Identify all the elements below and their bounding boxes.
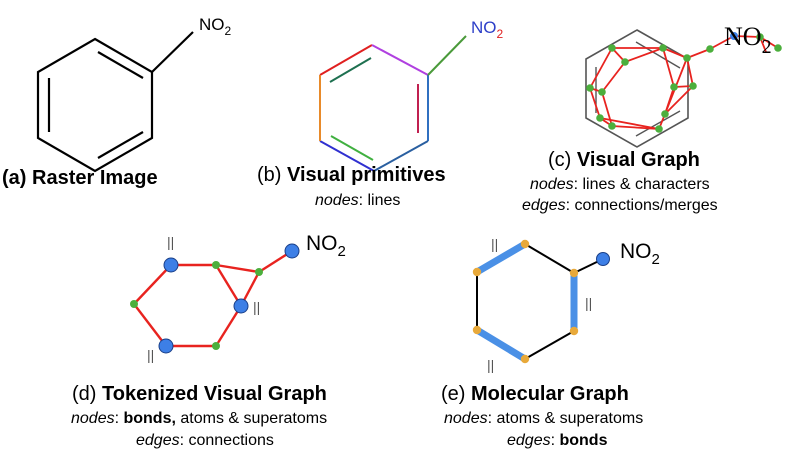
panel-d-graph [130,243,300,354]
bond-node [158,338,174,354]
panel-b-nodes-desc: nodes: lines [315,192,400,209]
line-node [659,44,667,52]
benzene-ring-outline [36,37,154,173]
panel-a-caption: (a) Raster Image [2,167,158,189]
double-bond-mark: || [585,295,592,311]
line-node [756,33,764,41]
atom-node [255,268,263,276]
panel-b-caption: (b) Visual primitives [257,164,446,186]
panel-e-nodes-desc: nodes: atoms & superatoms [444,410,643,427]
primitive-line [319,140,375,172]
nitro-label: NO2 [306,232,346,260]
atom-node [472,325,482,335]
nitro-label: NO2 [620,240,660,268]
panel-c-edges-desc: edges: connections/merges [522,197,718,214]
superatom-node [284,243,300,259]
bond-node [163,257,179,273]
primitive-line [373,140,429,172]
panel-d-caption: (d) Tokenized Visual Graph [72,383,327,405]
nitro-label: NO2 [724,22,772,58]
single-bond-edge [524,243,575,274]
atom-node [130,300,138,308]
line-node [598,88,606,96]
hexagon-inner-line [635,110,681,137]
panel-e-graph [472,239,610,364]
line-node [596,114,604,122]
double-bond-mark: || [147,347,154,363]
inner-double-bond [97,51,144,79]
nitro-bond [151,31,194,73]
panel-d-edges-desc: edges: connections [136,432,274,449]
line-node [586,84,594,92]
graph-nodes [586,32,782,133]
double-bond-mark: || [167,234,174,250]
primitive-line [330,135,374,161]
primitive-line [329,57,372,83]
line-node [621,58,629,66]
panel-c-nodes-desc: nodes: lines & characters [530,176,710,193]
atom-node [520,354,530,364]
line-node [608,122,616,130]
hexagon-inner-line [635,41,681,69]
nitro-label: NO2 [199,15,232,38]
double-bond-mark: || [487,357,494,373]
atom-node [472,267,482,277]
panel-c-caption: (c) Visual Graph [548,149,700,171]
inner-double-bond [97,131,144,159]
panel-c-graph [585,29,782,148]
bond-node [233,298,249,314]
superatom-node [596,252,610,266]
line-node [661,110,669,118]
atom-node [212,261,220,269]
atom-node [212,342,220,350]
line-node [683,54,691,62]
single-bond-edge [524,330,575,360]
atom-node [569,268,579,278]
line-node [655,125,663,133]
graph-edges [133,249,293,348]
primitive-line [427,35,467,76]
panel-e-caption: (e) Molecular Graph [441,383,629,405]
line-node [706,45,714,53]
nitro-label: NO2 [471,18,504,41]
line-node [670,83,678,91]
line-node [774,44,782,52]
panel-a-molecule [36,31,194,173]
line-node [608,44,616,52]
atom-node [520,239,530,249]
double-bond-edge [473,240,529,276]
panel-e-edges-desc: edges: bonds [507,432,608,449]
primitive-line [319,44,373,76]
double-bond-mark: || [253,299,260,315]
line-node [689,82,697,90]
double-bond-mark: || [491,236,498,252]
panel-d-nodes-desc: nodes: bonds, atoms & superatoms [71,410,327,427]
character-node [730,32,738,40]
primitive-line [371,44,429,76]
atom-node [569,326,579,336]
panel-b-molecule [319,35,467,172]
double-bond-edge [473,326,529,363]
